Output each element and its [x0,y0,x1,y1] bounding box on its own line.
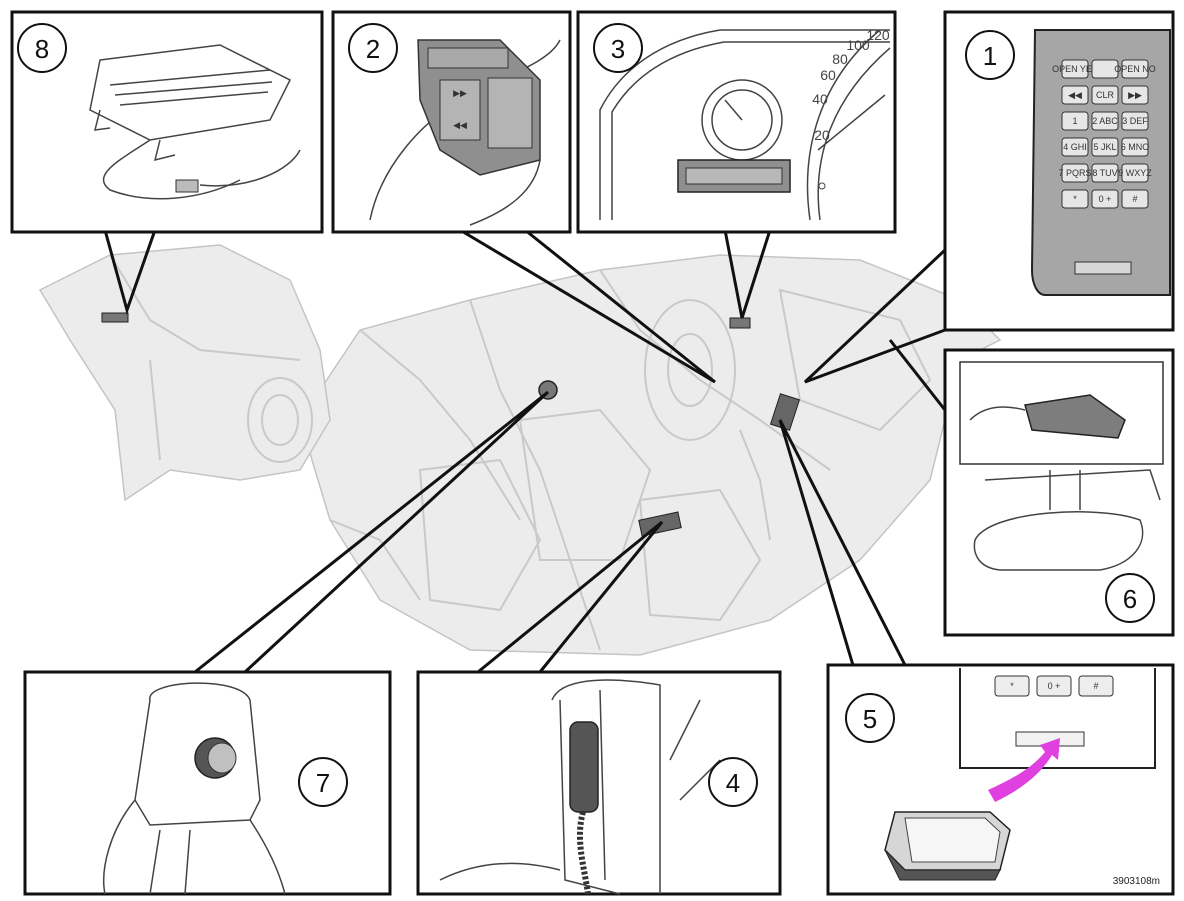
callout-8: 8 [35,34,49,64]
panel-2-steering-wheel-keypad: ▶▶ ◀◀ 2 [333,12,570,232]
keypad-key-label: # [1132,194,1137,204]
speed-tick-80: 80 [832,51,848,67]
keypad-key-label: OPEN NO [1114,64,1156,74]
car-exterior-illustration [40,245,330,500]
keypad-key-label: 8 TUV [1092,168,1117,178]
callout-2: 2 [366,34,380,64]
keypad-key-label: 6 MNO [1121,142,1150,152]
keypad-key-label: CLR [1096,90,1115,100]
callout-5: 5 [863,704,877,734]
keypad-key-label: ◀◀ [1068,90,1082,100]
steering-prev-glyph: ▶▶ [453,88,467,98]
panel-6-mirror-microphone: 6 [945,350,1173,635]
sim-panel-key-label: 0 + [1048,681,1061,691]
speed-tick-20: 20 [814,127,830,143]
panel-1-handset-keypad: OPEN YES OPEN NO ◀◀ CLR ▶▶ 1 2 ABC 3 DEF 4 GHI 5 … [945,12,1173,330]
sim-panel-key-label: * [1010,681,1014,691]
panel-7-headrest-speaker: 7 [25,672,390,894]
steering-next-glyph: ◀◀ [453,120,467,130]
keypad-key-label: 3 DEF [1122,116,1148,126]
reference-code: 3903108m [1113,876,1160,887]
keypad-key-label: OPEN YES [1052,64,1098,74]
panel-3-instrument-display: 20 40 60 80 100 120 3 [578,12,895,232]
panel-4-console-handset: 4 [418,672,780,894]
panel-5-keys: * 0 + # [995,676,1113,696]
keypad-key-label: ▶▶ [1128,90,1142,100]
callout-4: 4 [726,768,740,798]
keypad-key-label: 1 [1072,116,1077,126]
speed-tick-60: 60 [820,67,836,83]
keypad-key-label: 4 GHI [1063,142,1087,152]
sim-panel-key-label: # [1093,681,1098,691]
keypad-key-label: 0 + [1099,194,1112,204]
speed-tick-40: 40 [812,91,828,107]
callout-6: 6 [1123,584,1137,614]
callout-1: 1 [983,41,997,71]
keypad-key-label: 5 JKL [1093,142,1116,152]
keypad-key-label: 2 ABC [1092,116,1118,126]
keypad-key-label: * [1073,194,1077,204]
keypad-key-label: 9 WXYZ [1118,168,1152,178]
keypad-key-label: 7 PQRS [1058,168,1091,178]
speed-tick-120: 120 [866,27,890,43]
callout-3: 3 [611,34,625,64]
panel-5-sim-card-slot: * 0 + # 5 3903108m [828,665,1173,894]
callout-7: 7 [316,768,330,798]
car-interior-illustration [300,255,1000,655]
panel-8-roof-microphone: 8 [12,12,322,232]
